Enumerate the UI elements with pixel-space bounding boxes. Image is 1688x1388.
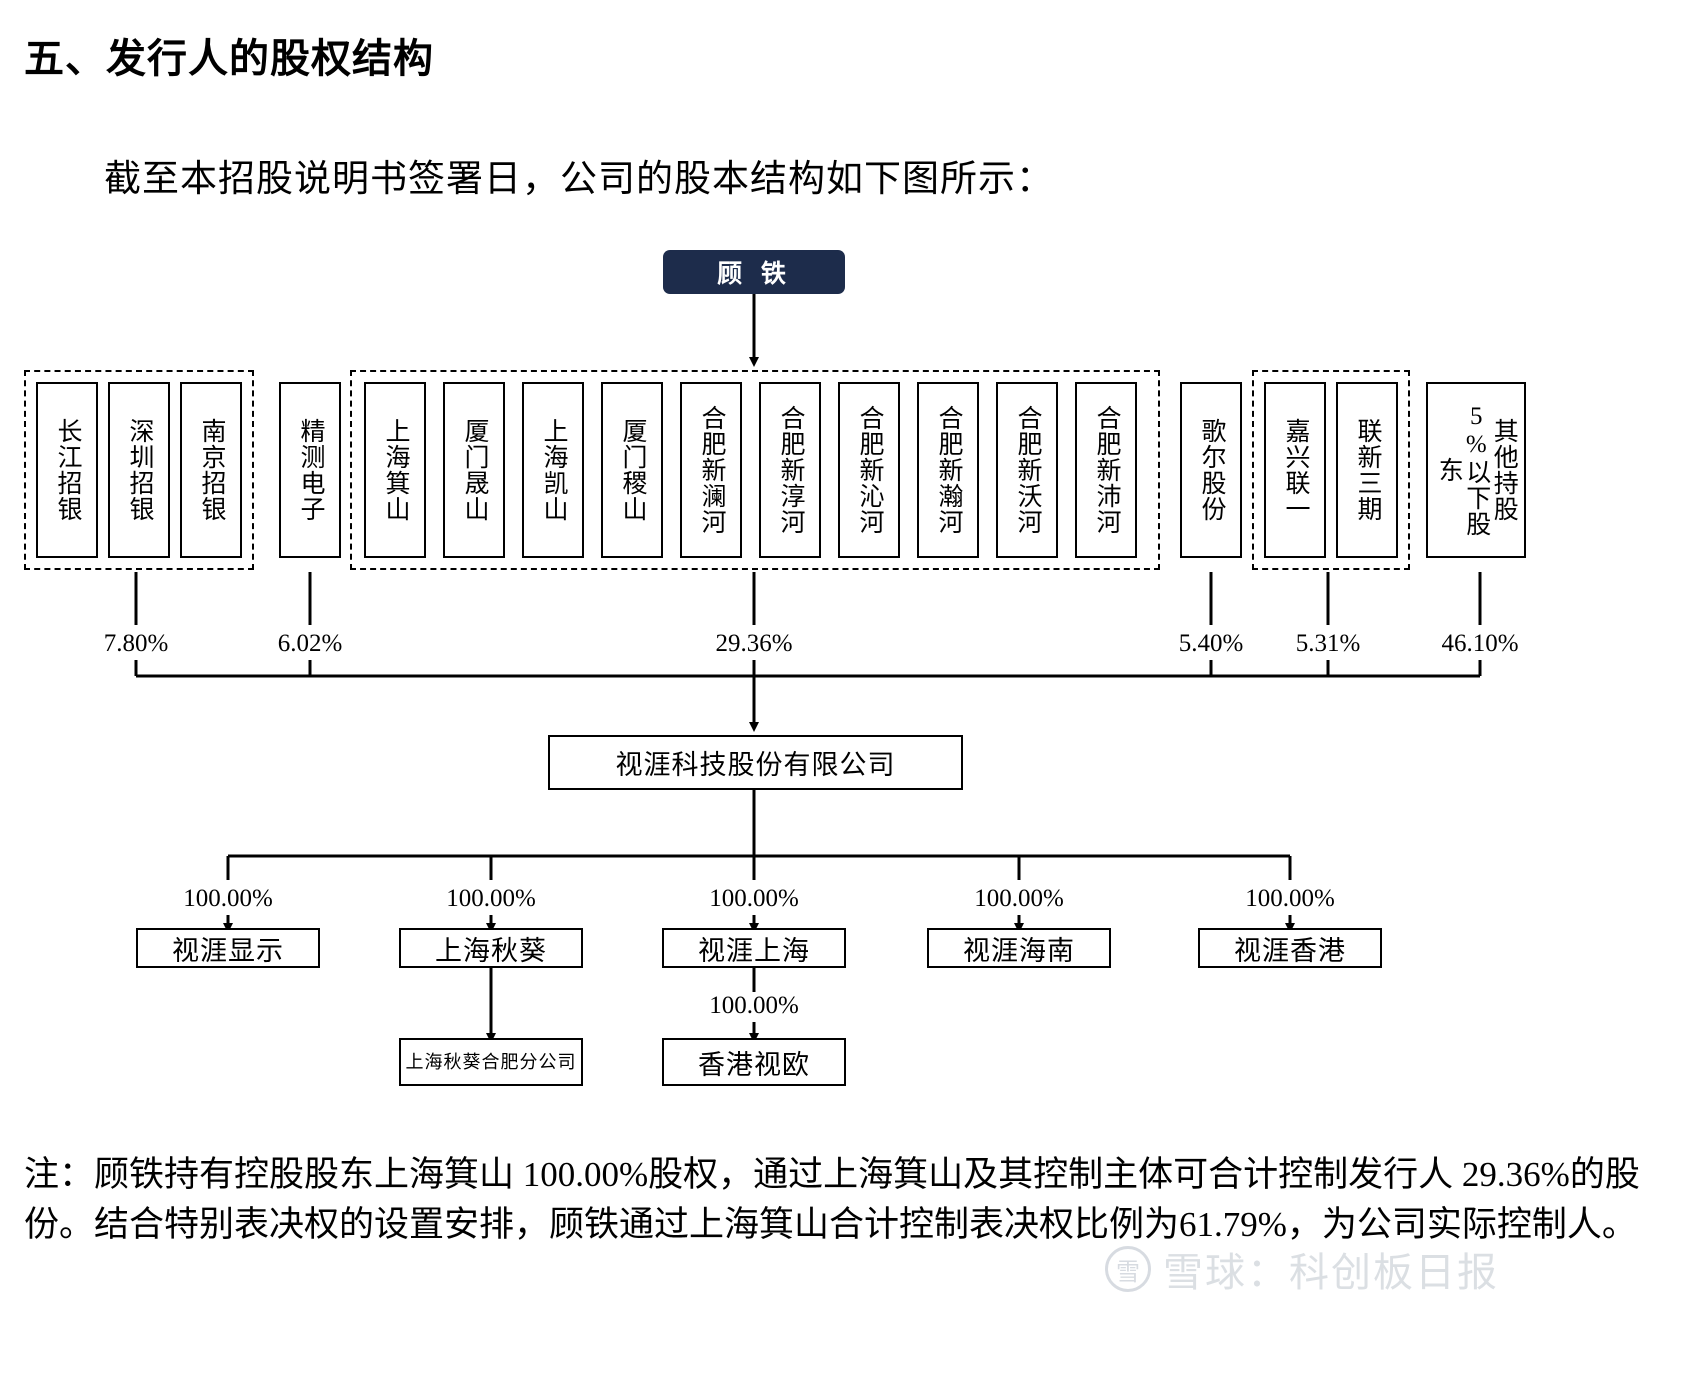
sub-subsidiary-label: 香港视欧	[698, 1049, 810, 1080]
shareholder-label: 上海凯山	[540, 418, 567, 522]
page-title: 五、发行人的股权结构	[24, 36, 434, 82]
shareholder-box[interactable]: 精测电子	[279, 382, 341, 558]
shareholder-label: 歌尔股份	[1198, 418, 1225, 522]
shareholder-box[interactable]: 南京招银	[180, 382, 242, 558]
root-person-label: 顾 铁	[717, 259, 791, 288]
subsidiary-percent: 100.00%	[709, 885, 799, 912]
issuer-node[interactable]: 视涯科技股份有限公司	[548, 735, 963, 790]
issuer-label: 视涯科技股份有限公司	[615, 750, 896, 780]
shareholder-label: 厦门晟山	[461, 418, 488, 522]
shareholder-label: 嘉兴联一	[1282, 418, 1309, 522]
subsidiary-label: 视涯显示	[172, 935, 284, 966]
root-person-node[interactable]: 顾 铁	[663, 250, 845, 294]
sub-subsidiary-node[interactable]: 上海秋葵合肥分公司	[399, 1038, 583, 1086]
shareholder-group-lianxin	[1252, 370, 1410, 570]
shareholder-label: 厦门稷山	[619, 418, 646, 522]
subsidiary-label: 上海秋葵	[435, 935, 547, 966]
shareholder-label: 南京招银	[198, 418, 225, 522]
shareholder-group-zhaoyin	[24, 370, 254, 570]
xueqiu-logo-icon: 雪	[1105, 1246, 1151, 1292]
shareholder-label: 精测电子	[297, 418, 324, 522]
ownership-percent: 46.10%	[1441, 630, 1519, 657]
shareholder-group-controlled	[350, 370, 1160, 570]
shareholder-box[interactable]: 长江招银	[36, 382, 98, 558]
ownership-percent: 6.02%	[277, 630, 343, 657]
shareholder-label: 合肥新瀚河	[935, 405, 962, 535]
shareholder-label: 深圳招银	[126, 418, 153, 522]
sub-subsidiary-label: 上海秋葵合肥分公司	[405, 1051, 577, 1072]
ownership-percent: 5.40%	[1178, 630, 1244, 657]
shareholder-label: 合肥新澜河	[698, 405, 725, 535]
watermark-text: 雪球：科创板日报	[1163, 1250, 1499, 1296]
shareholder-box[interactable]: 深圳招银	[108, 382, 170, 558]
shareholder-box[interactable]: 合肥新沛河	[1075, 382, 1137, 558]
shareholder-label: 合肥新沛河	[1093, 405, 1120, 535]
intro-paragraph: 截至本招股说明书签署日，公司的股本结构如下图所示：	[104, 159, 1054, 200]
shareholder-label: 合肥新沃河	[1014, 405, 1041, 535]
subsidiary-node[interactable]: 视涯显示	[136, 928, 320, 968]
subsidiary-label: 视涯香港	[1234, 935, 1346, 966]
sub-subsidiary-node[interactable]: 香港视欧	[662, 1038, 846, 1086]
subsidiary-label: 视涯上海	[698, 935, 810, 966]
subsidiary-label: 视涯海南	[963, 935, 1075, 966]
shareholder-box-other[interactable]: 其他持股5%以下股东	[1426, 382, 1526, 558]
shareholder-box[interactable]: 合肥新沁河	[838, 382, 900, 558]
subsidiary-node[interactable]: 视涯上海	[662, 928, 846, 968]
shareholder-box[interactable]: 歌尔股份	[1180, 382, 1242, 558]
shareholder-box[interactable]: 合肥新澜河	[680, 382, 742, 558]
subsidiary-percent: 100.00%	[446, 885, 536, 912]
subsidiary-percent: 100.00%	[1245, 885, 1335, 912]
ownership-percent: 5.31%	[1295, 630, 1361, 657]
footnote: 注：顾铁持有控股股东上海箕山 100.00%股权，通过上海箕山及其控制主体可合计…	[24, 1155, 1640, 1244]
shareholder-box[interactable]: 合肥新淳河	[759, 382, 821, 558]
shareholder-box[interactable]: 嘉兴联一	[1264, 382, 1326, 558]
shareholder-label: 合肥新淳河	[777, 405, 804, 535]
shareholder-box[interactable]: 厦门晟山	[443, 382, 505, 558]
subsidiary-node[interactable]: 视涯香港	[1198, 928, 1382, 968]
subsidiary-percent: 100.00%	[974, 885, 1064, 912]
shareholder-box[interactable]: 联新三期	[1336, 382, 1398, 558]
ownership-percent: 29.36%	[715, 630, 793, 657]
subsidiary-percent: 100.00%	[183, 885, 273, 912]
shareholder-label: 联新三期	[1354, 418, 1381, 522]
watermark: 雪 雪球：科创板日报	[1105, 1240, 1499, 1298]
sub-subsidiary-percent: 100.00%	[709, 992, 799, 1019]
subsidiary-node[interactable]: 视涯海南	[927, 928, 1111, 968]
shareholder-box[interactable]: 厦门稷山	[601, 382, 663, 558]
ownership-percent: 7.80%	[103, 630, 169, 657]
shareholder-label: 长江招银	[54, 418, 81, 522]
shareholder-label: 其他持股5%以下股东	[1435, 403, 1518, 537]
shareholder-box[interactable]: 上海凯山	[522, 382, 584, 558]
shareholder-label: 合肥新沁河	[856, 405, 883, 535]
subsidiary-node[interactable]: 上海秋葵	[399, 928, 583, 968]
shareholder-box[interactable]: 上海箕山	[364, 382, 426, 558]
shareholder-label: 上海箕山	[382, 418, 409, 522]
shareholder-box[interactable]: 合肥新沃河	[996, 382, 1058, 558]
shareholder-box[interactable]: 合肥新瀚河	[917, 382, 979, 558]
